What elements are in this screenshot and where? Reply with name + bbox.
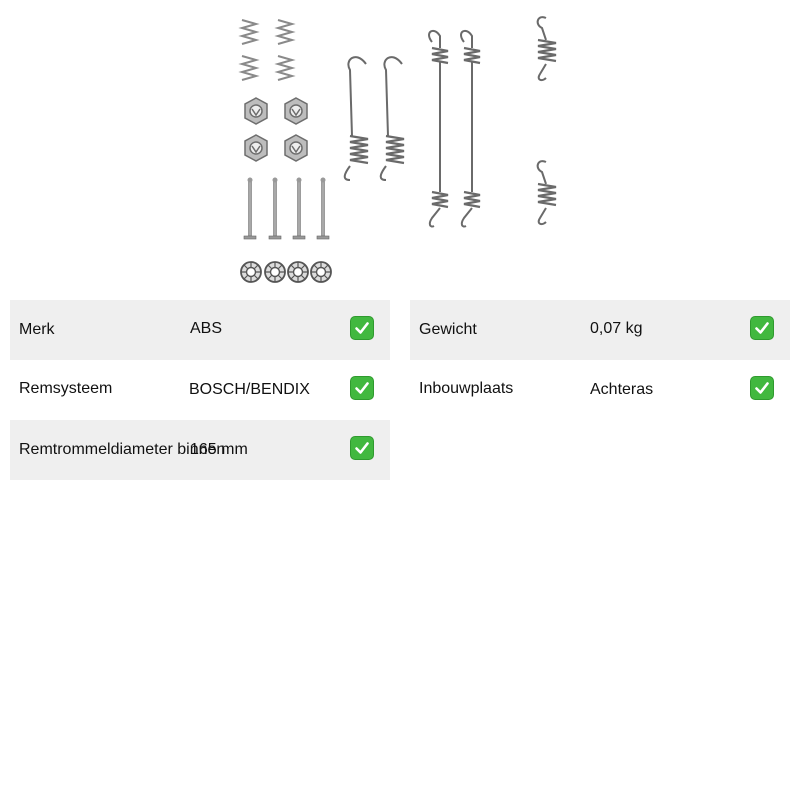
spec-row-brake-system: Remsysteem BOSCH/BENDIX: [10, 360, 390, 420]
spec-row-weight: Gewicht 0,07 kg: [410, 300, 790, 360]
brake-shoe-fitting-kit-image: [240, 15, 558, 283]
check-box-icon: [350, 376, 374, 400]
spec-label: Inbouwplaats: [419, 380, 514, 397]
lock-washer-group: [240, 261, 332, 283]
retainer-nut-group: [244, 97, 308, 162]
check-box-icon: [350, 316, 374, 340]
check-box-icon: [750, 376, 774, 400]
spec-value: ABS: [190, 320, 223, 337]
spec-row-brand: Merk ABS: [10, 300, 390, 360]
spec-label: Remsysteem: [19, 380, 113, 397]
rod-spring-group: [427, 29, 482, 228]
check-box-icon: [350, 436, 374, 460]
coil-spring-group: [241, 19, 293, 81]
spec-table-left: Merk ABS Remsysteem BOSCH/BENDIX Remtrom…: [10, 300, 390, 480]
spec-value: BOSCH/BENDIX: [189, 381, 310, 398]
hook-spring-group: [536, 15, 558, 226]
spec-label: Merk: [19, 321, 55, 338]
spec-value: 0,07 kg: [590, 320, 643, 337]
check-box-icon: [750, 316, 774, 340]
return-spring-group: [343, 55, 406, 182]
spec-value: 165 mm: [190, 441, 248, 458]
hold-down-pin-group: [243, 177, 330, 240]
spec-row-drum-diameter: Remtrommeldiameter binnen 165 mm: [10, 420, 390, 480]
spec-row-mounting-position: Inbouwplaats Achteras: [410, 360, 790, 420]
spec-label: Gewicht: [419, 321, 477, 338]
spec-label: Remtrommeldiameter binnen: [19, 441, 226, 458]
product-image: [230, 10, 570, 290]
spec-value: Achteras: [590, 381, 654, 398]
spec-table-right: Gewicht 0,07 kg Inbouwplaats Achteras: [410, 300, 790, 420]
